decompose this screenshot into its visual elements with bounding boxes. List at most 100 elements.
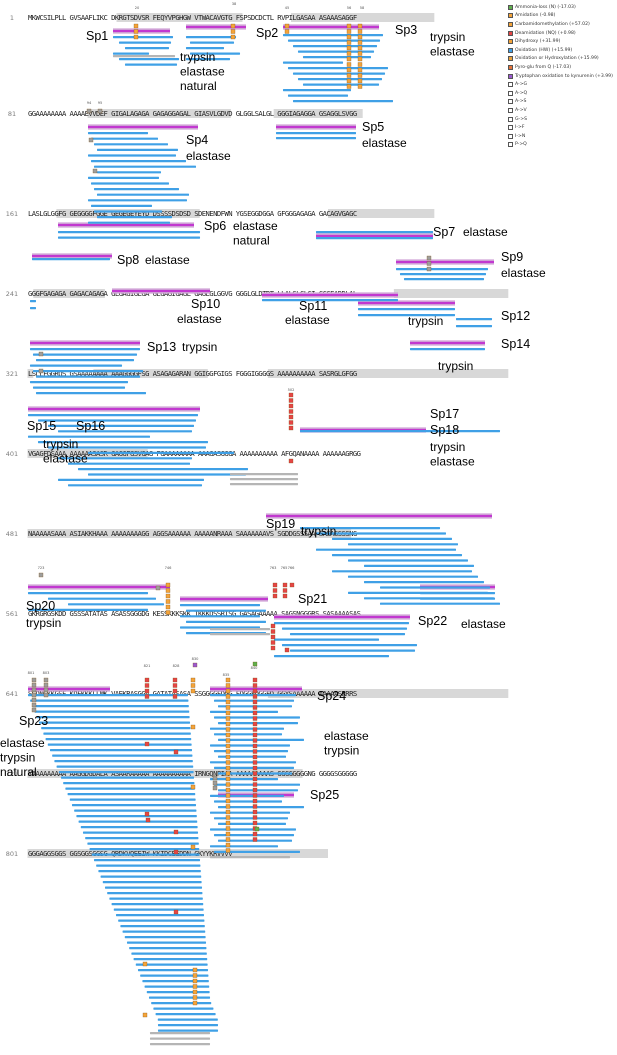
sequence-row-number: 721 [6,770,18,778]
synthetic-peptide-label: Sp2 [256,26,278,40]
synthetic-peptide-core [32,255,112,257]
peptide-bar [218,755,286,758]
legend-item: Pyro-glu from Q (-17.03) [508,63,616,72]
carbamidomethylation-marker [225,776,231,782]
carbamidomethylation-marker [284,23,290,29]
synthetic-peptide-core [358,302,455,304]
substitution-square-icon [508,133,513,139]
hydroxylation-square-icon [508,56,513,62]
carbamidomethylation-marker [346,84,352,89]
peptide-bar [218,722,298,725]
sequence-row-number: 1 [10,14,14,22]
peptide-bar [34,710,190,713]
legend-label: Carbamidomethylation (+57.02) [515,21,590,27]
peptide-bar [135,963,208,966]
peptide-bar [113,36,173,39]
peptide-bar [186,36,236,39]
peptide-bar [153,1007,214,1010]
carbamidomethylation-marker [225,820,231,826]
peptide-bar [190,52,240,55]
peptide-bar [129,947,207,950]
peptide-bar [274,622,409,625]
synthetic-peptide-core [180,598,268,600]
deamidation-marker [270,640,276,645]
synthetic-peptide-label: Sp21 [298,592,327,606]
peptide-bar [58,430,192,433]
peptide-bar [65,787,195,790]
carbamidomethylation-marker [346,67,352,73]
peptide-bar [89,848,200,851]
peptide-bar [109,897,203,900]
deamidation-marker [252,743,258,749]
peptide-bar [58,478,204,481]
modification-position-label: 835 [223,673,230,677]
substitution-marker [38,368,44,374]
carbamidomethylation-marker [133,34,139,40]
carbamidomethylation-marker [225,787,231,793]
peptide-bar [94,210,162,213]
legend-item: P->Q [508,141,616,150]
legend-item: A->G [508,80,616,89]
synthetic-peptide-label: Sp4 [186,133,208,147]
peptide-bar [400,273,486,276]
legend-item: Oxidation (HW) (+15.99) [508,46,616,55]
peptide-bar [32,705,189,708]
peptide-bar [293,72,385,75]
peptide-bar [28,592,148,595]
legend-item: Tryptophan oxidation to kynurenin (+3.99… [508,72,616,81]
peptide-bar [140,974,209,977]
peptide-bar [38,419,196,422]
substitution-marker [155,585,161,591]
peptide-bar [348,559,468,562]
peptide-bar [125,63,177,66]
deamidation-marker [270,629,276,634]
legend-label: A->Q [515,90,528,96]
peptide-bar [410,348,485,351]
peptide-bar [88,132,148,135]
synthetic-peptide-core [283,26,379,28]
carbamidomethylation-marker [225,705,231,710]
peptide-bar [76,815,197,818]
carbamidomethylation-marker [230,29,236,34]
modification-position-label: 765 [281,566,288,570]
peptide-bar [144,985,210,988]
enzyme-label: elastase [362,136,407,150]
peptide-bar [91,853,200,856]
legend-label: I->F [515,125,525,131]
peptide-bar [180,604,260,607]
peptide-bar [68,462,190,465]
deamidation-marker [144,683,150,688]
carbamidomethylation-marker [357,29,363,34]
deamidation-marker [282,588,288,593]
legend-item: I->F [508,123,616,132]
peptide-bar [186,58,230,61]
deamidation-marker [252,705,258,710]
peptide-bar [456,325,492,328]
peptide-bar [30,300,36,303]
carbamidomethylation-marker [346,78,352,84]
synthetic-peptide-label: Sp11 [299,299,327,313]
peptide-bar [210,845,278,848]
peptide-bar [298,50,374,53]
peptide-bar [316,548,456,551]
unassigned-peptide-bar [150,1032,210,1035]
peptide-bar [50,749,192,752]
synthetic-peptide-core [186,26,246,28]
peptide-bar [158,1029,218,1032]
peptide-bar [97,193,189,196]
peptide-bar [262,299,398,302]
peptide-bar [58,771,194,774]
peptide-bar [119,58,179,61]
deamidation-marker [145,817,151,823]
peptide-bar [293,45,377,48]
peptide-bar [380,602,500,605]
legend-item: Carbamidomethylation (+57.02) [508,20,616,29]
peptide-bar [28,435,150,438]
synthetic-peptide-label: Sp7 [433,225,455,239]
peptide-bar [316,237,433,240]
peptide-bar [88,451,234,454]
peptide-bar [30,307,36,310]
pyro-glu-marker [142,961,148,967]
